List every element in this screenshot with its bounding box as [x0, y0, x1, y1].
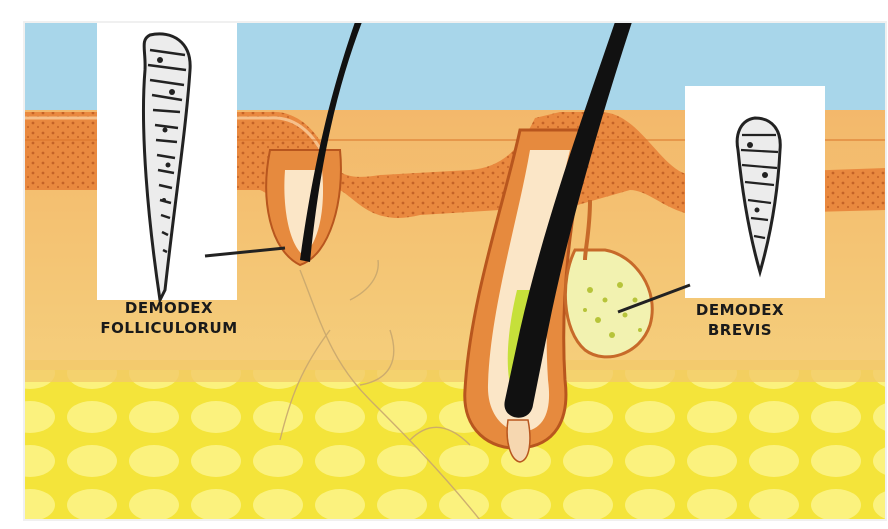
label-demodex-folliculorum: DEMODEX FOLLICULORUM [84, 298, 254, 338]
label-folliculorum-line1: DEMODEX [84, 298, 254, 318]
label-brevis-line1: DEMODEX [680, 300, 800, 320]
fat-layer [24, 370, 886, 520]
label-brevis-line2: BREVIS [680, 320, 800, 340]
label-demodex-brevis: DEMODEX BREVIS [680, 300, 800, 340]
label-folliculorum-line2: FOLLICULORUM [84, 318, 254, 338]
